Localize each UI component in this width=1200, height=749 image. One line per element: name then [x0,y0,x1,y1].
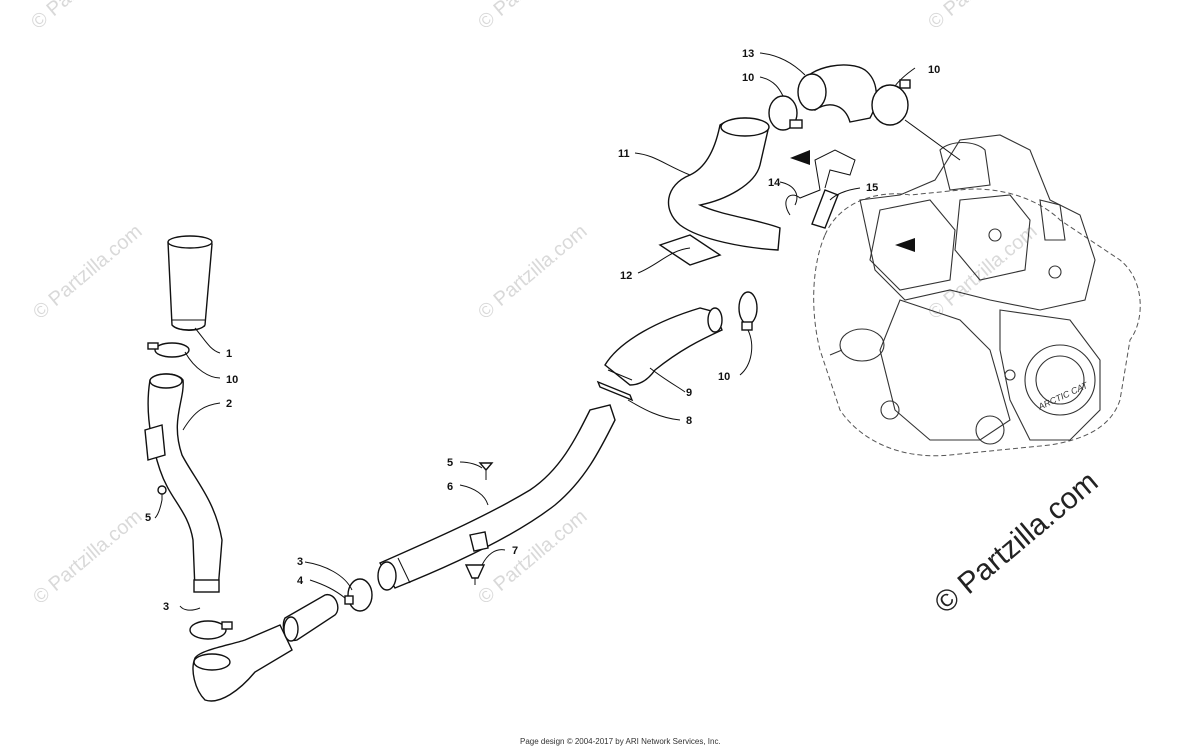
part-10-clamp-c [768,95,803,131]
watermark-text: © Partzilla.com [924,0,1041,34]
callout-15: 15 [866,182,878,194]
leader-lines [154,52,961,611]
callout-6: 6 [447,481,453,493]
callout-14: 14 [768,177,781,189]
part-3-clamp-b [344,578,373,612]
callout-7: 7 [512,545,518,557]
callout-1: 1 [226,348,232,360]
watermark-text: © Partzilla.com [474,220,591,323]
part-10-clamp-b [738,291,758,331]
callout-3: 3 [297,556,303,568]
part-6-long-duct [377,404,616,591]
part-8-seal [596,380,634,402]
part-2-intake-duct [144,373,223,593]
watermark-text: © Partzilla.com [27,0,144,34]
part-13-elbow-boot [797,64,877,123]
part-9-upper-duct [604,307,723,386]
footer-credit: Page design © 2004-2017 by ARI Network S… [520,737,721,746]
part-10-clamp-a [147,342,190,358]
direction-arrow-icon [895,238,915,252]
callout-2: 2 [226,398,232,410]
callout-13: 13 [742,48,754,60]
watermark-text: © Partzilla.com [474,0,591,34]
direction-arrow-icon [790,150,810,165]
part-5-screw-a [157,485,167,500]
callout-11: 11 [618,148,630,160]
callout-8: 8 [686,415,692,427]
callout-10: 10 [928,64,940,76]
watermark-text: © Partzilla.com [924,220,1041,323]
callout-10: 10 [226,374,238,386]
part-11-curved-hose [667,117,781,251]
callout-10: 10 [742,72,754,84]
part-7-push-rivet [464,564,486,585]
part-14-bracket [785,149,856,216]
part-5-screw-b [478,462,494,480]
callout-9: 9 [686,387,692,399]
part-15-small-hose [811,189,839,229]
watermark-text: © Partzilla.com [29,505,146,608]
part-3-clamp-a [189,620,233,640]
part-4-coupler [282,594,339,642]
watermark-text: © Partzilla.com [29,220,146,323]
part-1-intake-boot [167,235,213,331]
callout-12: 12 [620,270,632,282]
part-12-label [658,234,722,266]
callout-5: 5 [145,512,151,524]
part-10-clamp-d [871,79,911,126]
lower-elbow-duct [192,624,293,702]
callout-5: 5 [447,457,453,469]
callout-10: 10 [718,371,730,383]
callout-3: 3 [163,601,169,613]
callout-4: 4 [297,575,304,587]
watermark-large: © Partzilla.com [928,465,1104,620]
callouts: 1 10 2 5 3 4 3 5 6 7 8 9 10 11 12 13 10 … [145,48,940,613]
